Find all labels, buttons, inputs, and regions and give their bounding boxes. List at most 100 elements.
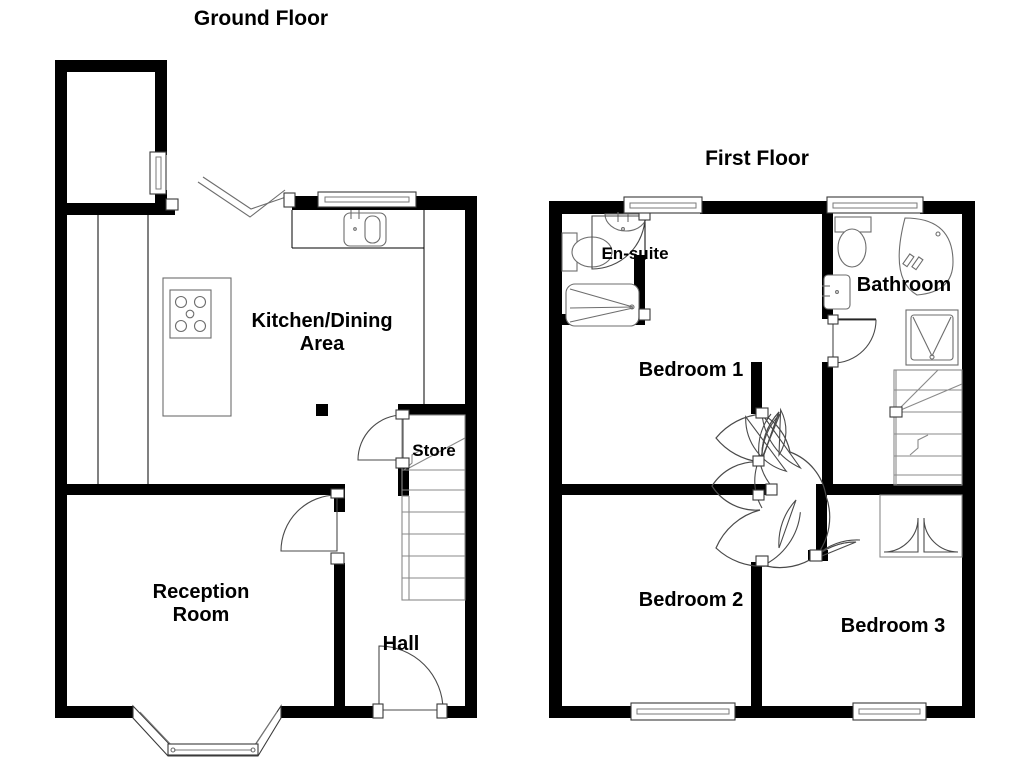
window-bed3-frame	[852, 702, 927, 721]
wall-front-mid	[281, 706, 376, 718]
door-rear-bifold	[165, 176, 296, 218]
wall-bed1-bed2-divider	[549, 484, 762, 495]
stair-winder-diagonal	[408, 437, 466, 469]
wall-ff-bottom-left	[549, 706, 631, 718]
wall-hall-left-lower	[334, 563, 345, 718]
hob-burner-3	[174, 319, 188, 333]
door-store	[357, 409, 410, 469]
wall-front-right	[442, 706, 477, 718]
bathroom-bath-tap-1	[902, 253, 915, 268]
ground-floor-interior-lines	[97, 210, 425, 484]
label-bedroom-2: Bedroom 2	[639, 589, 743, 611]
first-floor-group: First Floor	[549, 147, 975, 721]
kitchen-sink	[343, 210, 387, 247]
wall-main-left	[55, 203, 67, 718]
landing-door-jambs	[752, 407, 823, 567]
window-kitchen-frame	[317, 191, 417, 208]
petal-1	[715, 413, 763, 463]
first-floor-labels: En-suite Bathroom Bedroom 1 Bedroom 2 Be…	[601, 244, 951, 637]
bifold-leaf-path-a	[197, 181, 286, 218]
door-front-jamb-left	[372, 703, 384, 719]
wall-ff-top-right	[920, 201, 975, 214]
label-kitchen-line2: Area	[300, 333, 345, 355]
door-w-closed	[778, 407, 787, 458]
wall-bed3-top	[816, 484, 962, 495]
hob-burner-center	[185, 309, 195, 319]
ff-stair-direction-arrow	[909, 434, 929, 456]
wall-landing-left-upper	[751, 362, 762, 414]
wall-ext-left	[55, 60, 67, 215]
bay-hinge-left	[170, 747, 176, 753]
jamb-bed2-door	[755, 555, 769, 567]
bathroom-corner-bath	[898, 217, 954, 296]
label-kitchen-line1: Kitchen/Dining	[251, 310, 392, 332]
ground-floor-group: Ground Floor	[55, 7, 477, 757]
label-reception-line2: Room	[173, 604, 230, 626]
door-front-jamb-right	[436, 703, 448, 719]
landing-doors-final	[711, 413, 831, 569]
window-bed3-pane	[858, 708, 921, 715]
label-reception-line1: Reception	[153, 581, 250, 603]
label-ensuite: En-suite	[601, 244, 668, 263]
first-floor-title: First Floor	[705, 147, 809, 170]
kitchen-island	[162, 277, 232, 417]
wall-store-top-right	[398, 404, 465, 415]
petal-3	[715, 509, 767, 567]
window-bathroom-frame	[826, 196, 924, 214]
wall-ff-right	[962, 201, 975, 718]
door-swing-arc-upper-left	[758, 413, 774, 489]
staircase-first-floor	[889, 369, 963, 486]
door-ensuite-swing	[591, 215, 646, 270]
jamb-landing-mid-upper	[752, 455, 765, 467]
door-bathroom-jamb-bottom	[827, 356, 839, 368]
wall-front-left	[55, 706, 133, 718]
wall-ff-top-left	[549, 201, 626, 214]
door-ensuite	[591, 209, 651, 321]
door-side-frame	[149, 151, 167, 195]
ensuite-fixtures	[561, 212, 648, 327]
hob-burner-1	[174, 295, 188, 309]
door-store-jamb-top	[395, 409, 410, 420]
wall-ensuite-right	[634, 255, 645, 325]
window-bedroom3-front	[852, 702, 927, 721]
door-reception-swing	[280, 494, 338, 552]
jamb-landing-mid-lower	[752, 489, 765, 501]
wall-ext-bottom	[55, 203, 175, 215]
bifold-jamb-right	[283, 192, 296, 208]
door-bathroom	[827, 314, 877, 368]
wall-ff-top-mid	[700, 201, 828, 214]
label-hall: Hall	[383, 633, 420, 655]
cupboard-outline	[879, 494, 963, 558]
wall-store-left	[398, 468, 409, 496]
ff-stair-winder-2	[895, 383, 963, 413]
window-kitchen-rear	[317, 191, 417, 208]
door-sw-closed	[778, 499, 797, 549]
wall-bathroom-left-lower	[822, 362, 833, 490]
jamb-landing-wall	[765, 483, 778, 496]
window-bathroom-pane	[832, 202, 918, 209]
door-front-entrance	[372, 645, 448, 719]
door-reception-jamb-bottom	[330, 552, 345, 565]
wall-kitchen-hall-stub	[316, 404, 328, 416]
bathroom-wc-pan	[837, 228, 867, 268]
window-bathroom-rear	[826, 196, 924, 214]
window-bed1-pane	[629, 202, 697, 209]
bathroom-basin-plug	[835, 290, 839, 294]
label-bedroom-3: Bedroom 3	[841, 615, 945, 637]
wall-landing-right	[816, 484, 827, 552]
ensuite-bath-line-b	[569, 306, 634, 309]
wall-reception-top	[55, 484, 345, 495]
door-reception	[280, 488, 345, 565]
ground-floor-title: Ground Floor	[194, 7, 328, 30]
window-kitchen-pane	[324, 196, 410, 203]
label-bathroom: Bathroom	[857, 274, 951, 296]
ground-floor-labels: Kitchen/Dining Area Store Hall Reception…	[153, 310, 456, 655]
bathroom-shower-line-b	[931, 316, 952, 357]
window-bed1-frame	[623, 196, 703, 214]
petal-upper-left	[761, 412, 803, 470]
bathroom-shower-line-a	[912, 316, 933, 357]
bathroom-shower-waste	[929, 354, 935, 360]
